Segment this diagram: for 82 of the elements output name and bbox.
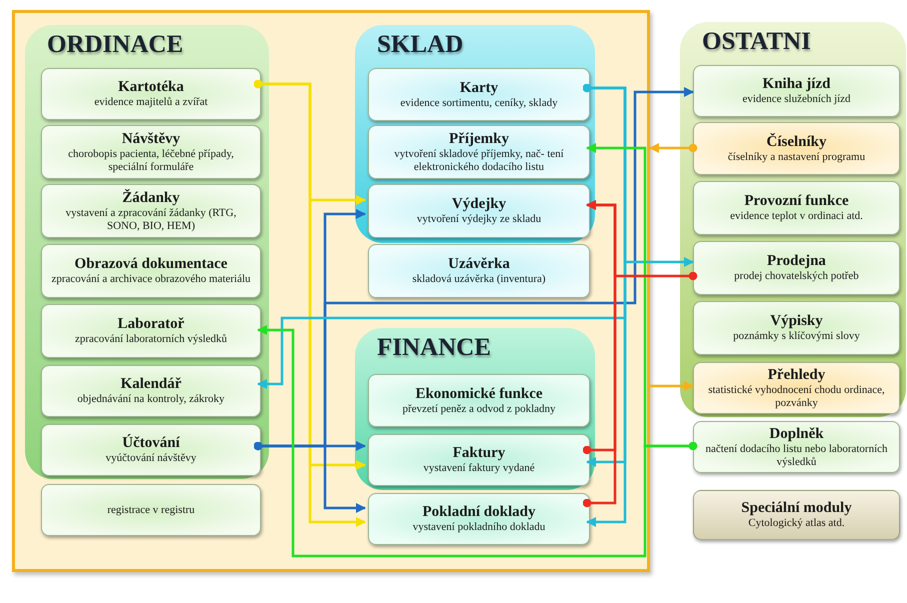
card-description: vystavení a zpracování žádanky (RTG, SONO, BIO, HEM) [64, 207, 238, 232]
card-description: prodej chovatelských potřeb [734, 270, 859, 283]
group-heading: FINANCE [377, 334, 491, 362]
module-card [368, 434, 590, 486]
connector-arrow [257, 325, 698, 558]
module-card [41, 365, 261, 417]
module-card [41, 304, 261, 358]
module-group [680, 22, 906, 417]
card-title: Speciální moduly [741, 500, 852, 518]
group-heading: SKLAD [377, 31, 464, 59]
card-description: poznámky s klíčovými slovy [733, 330, 860, 343]
card-description: objednávání na kontroly, zákroky [77, 393, 225, 406]
card-title: Prodejna [767, 253, 826, 270]
module-card [368, 374, 590, 427]
module-card [41, 424, 261, 476]
module-card [693, 65, 900, 117]
card-description: evidence majitelů a zvířat [94, 96, 208, 109]
card-description: skladová uzávěrka (inventura) [412, 273, 546, 286]
group-heading: ORDINACE [47, 31, 184, 59]
connector-arrow [254, 87, 694, 450]
module-card [41, 125, 261, 179]
group-heading: OSTATNI [702, 28, 811, 56]
card-description: chorobopis pacienta, léčebné případy, speciální formuláře [67, 148, 235, 173]
connector-arrow [650, 381, 694, 391]
module-card [693, 301, 900, 355]
card-title: Pokladní doklady [422, 504, 536, 522]
module-card [693, 122, 900, 175]
card-title: Výpisky [770, 313, 823, 330]
card-description: vytvoření výdejky ze skladu [416, 213, 542, 226]
card-description: zpracování a archivace obrazového materiálu [51, 273, 251, 286]
card-description: převzetí peněz a odvod z pokladny [402, 402, 556, 416]
connector-arrow [649, 143, 698, 153]
card-title: Kalendář [120, 376, 182, 394]
card-title: Přehledy [768, 367, 826, 384]
card-title: Provozní funkce [744, 193, 849, 210]
module-card [693, 421, 900, 473]
card-title: Kniha jízd [762, 76, 830, 94]
card-title: Ekonomické funkce [415, 386, 543, 403]
module-card [41, 68, 261, 120]
card-description: vytvoření skladové příjemky, nač- tení elektronického dodacího listu [393, 148, 565, 173]
module-card [693, 490, 900, 540]
module-card [693, 181, 900, 235]
module-card [368, 244, 590, 298]
card-title: Doplněk [769, 426, 824, 443]
card-description: číselníky a nastavení programu [728, 150, 866, 164]
module-group [25, 25, 269, 479]
card-title: Faktury [452, 445, 506, 462]
card-description: evidence sortimentu, ceníky, sklady [400, 96, 558, 110]
module-group [355, 25, 595, 243]
module-card [41, 484, 261, 536]
card-description: Cytologický atlas atd. [748, 517, 845, 530]
card-title: Příjemky [449, 131, 509, 148]
card-description: registrace v registru [107, 504, 195, 516]
card-title: Číselníky [766, 134, 826, 151]
card-description: vystavení pokladního dokladu [412, 521, 546, 534]
module-card [41, 184, 261, 238]
module-card [693, 241, 900, 295]
card-description: zpracování laboratorních výsledků [74, 333, 228, 346]
connector-arrow [586, 200, 698, 280]
card-title: Uzávěrka [448, 256, 510, 274]
card-title: Žádanky [122, 190, 180, 207]
card-title: Obrazová dokumentace [74, 256, 228, 274]
card-title: Karty [460, 80, 498, 97]
card-title: Účtování [122, 435, 180, 452]
module-panel [12, 10, 650, 572]
card-description: vystavení faktury vydané [423, 462, 535, 475]
card-description: načtení dodacího listu nebo laboratorních výsledků [704, 443, 889, 468]
card-description: evidence služebních jízd [742, 93, 851, 106]
card-title: Výdejky [452, 196, 506, 214]
card-description: evidence teplot v ordinaci atd. [730, 210, 863, 223]
card-title: Laboratoř [118, 316, 184, 334]
card-title: Kartotéka [118, 79, 184, 96]
card-title: Návštěvy [122, 131, 180, 148]
module-group [355, 328, 595, 490]
module-card [368, 493, 590, 545]
card-description: vyúčtování návštěvy [106, 452, 196, 465]
module-card [368, 125, 590, 179]
module-card [368, 184, 590, 238]
card-description: statistické vyhodnocení chodu ordinace, pozvánky [707, 384, 886, 409]
module-card [693, 362, 900, 414]
module-card [41, 244, 261, 298]
module-card [368, 68, 590, 121]
